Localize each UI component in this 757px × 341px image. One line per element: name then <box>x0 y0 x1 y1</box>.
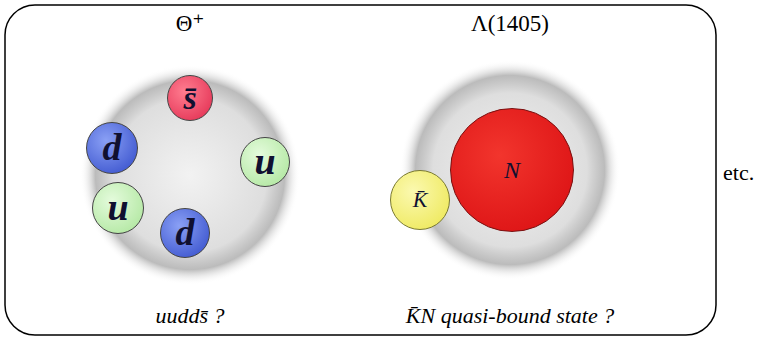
up-quark: u <box>92 182 144 234</box>
molecule-blob: Λ(1405) K̄N quasi-bound state ? K̄ N <box>370 8 650 333</box>
up-quark: u <box>240 137 290 187</box>
pentaquark-blob: Θ⁺uudds̄ ?s̄duud <box>50 8 330 333</box>
particle-symbol: d <box>176 210 195 256</box>
nucleon: N <box>450 108 574 232</box>
down-quark: d <box>86 122 138 174</box>
particle-symbol: s̄ <box>183 78 196 119</box>
cloud-circle <box>400 60 620 280</box>
state-name: Λ(1405) <box>471 10 549 38</box>
state-caption: K̄N quasi-bound state ? <box>406 303 614 329</box>
state-name: Θ⁺ <box>176 10 205 38</box>
rounded-border <box>5 5 716 335</box>
particle-symbol: d <box>103 125 122 171</box>
particle-symbol: u <box>107 185 128 231</box>
particle-symbol: K̄ <box>413 187 428 213</box>
note-label: etc. <box>723 160 754 186</box>
cloud-circle <box>80 65 300 285</box>
state-caption: uudds̄ ? <box>155 303 224 329</box>
down-quark: d <box>160 208 210 258</box>
antikaon: K̄ <box>390 170 450 230</box>
particle-symbol: N <box>504 156 520 185</box>
particle-symbol: u <box>254 139 275 185</box>
antistrange-quark: s̄ <box>167 75 213 121</box>
